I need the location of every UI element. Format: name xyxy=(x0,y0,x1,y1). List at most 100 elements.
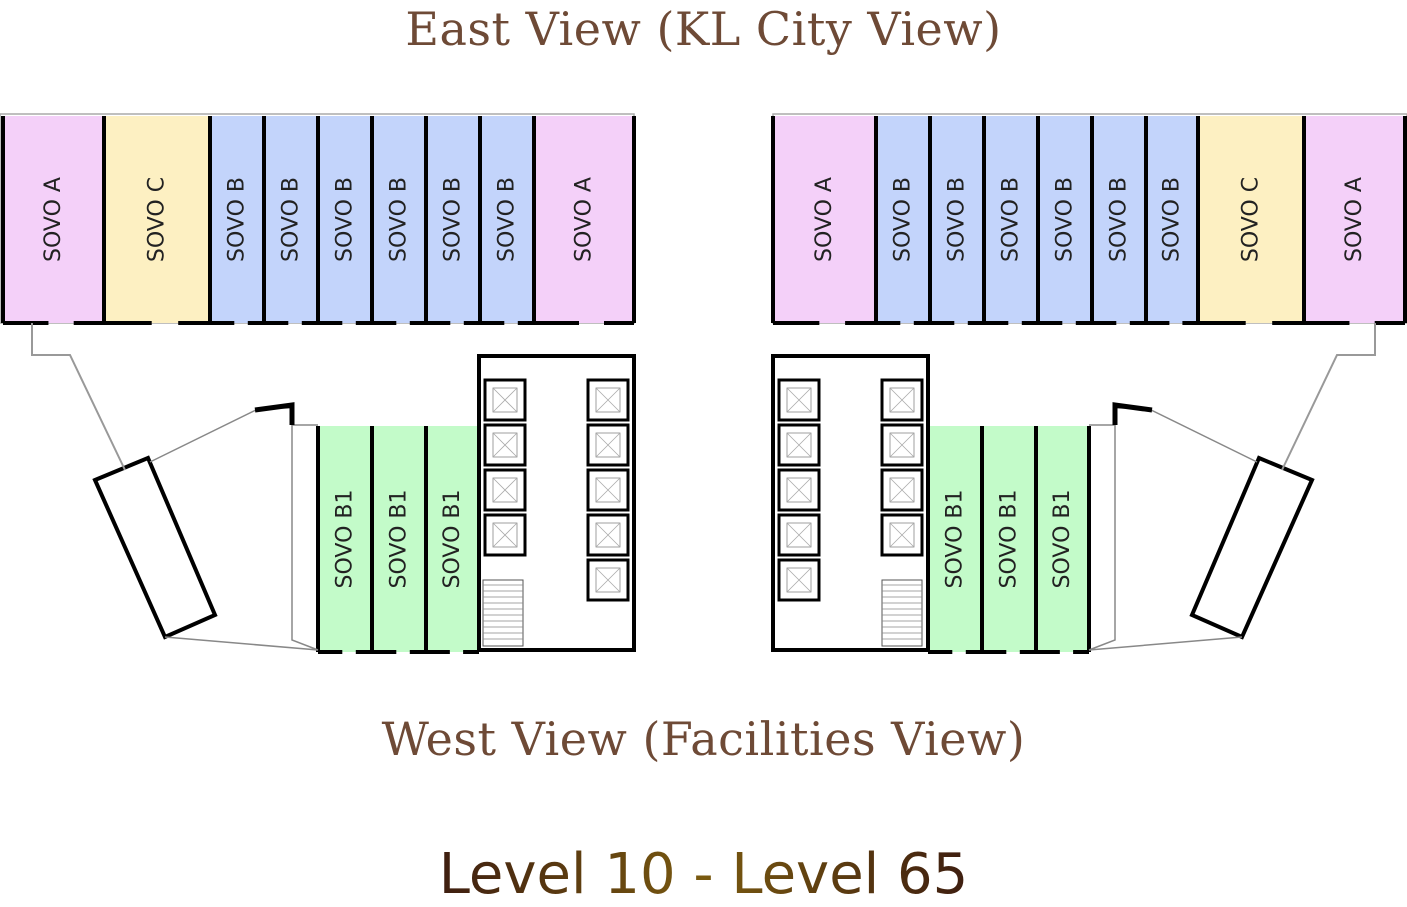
unit-fill xyxy=(426,116,480,323)
unit-label: SOVO B xyxy=(1160,177,1185,262)
lift-car xyxy=(595,432,621,458)
unit-label: SOVO B xyxy=(999,177,1024,262)
unit-fill xyxy=(318,426,372,652)
unit-label: SOVO B xyxy=(387,177,412,262)
unit-sovo-b1: SOVO B1 xyxy=(1036,426,1089,652)
lift-cross xyxy=(492,477,518,503)
unit-label: SOVO C xyxy=(145,177,170,262)
lift-car xyxy=(889,432,915,458)
unit-label: SOVO B xyxy=(1107,177,1132,262)
lift-cross xyxy=(595,567,621,593)
unit-sovo-b: SOVO B xyxy=(318,116,372,323)
stair-tower-right xyxy=(1189,455,1315,640)
unit-fill xyxy=(1198,116,1304,323)
lift-cross xyxy=(889,522,915,548)
unit-label: SOVO B xyxy=(945,177,970,262)
lift-car xyxy=(889,387,915,413)
unit-label: SOVO B1 xyxy=(387,490,412,589)
bridge-left xyxy=(31,323,126,471)
unit-label: SOVO B xyxy=(891,177,916,262)
unit-label: SOVO A xyxy=(572,177,597,262)
core-wall xyxy=(771,354,930,652)
lift-car xyxy=(595,477,621,503)
unit-label: SOVO B xyxy=(279,177,304,262)
unit-fill xyxy=(318,116,372,323)
lift-car xyxy=(595,567,621,593)
lift-cross xyxy=(786,387,812,413)
unit-sovo-b1: SOVO B1 xyxy=(318,426,372,652)
lift-car xyxy=(492,432,518,458)
lift-car xyxy=(595,387,621,413)
unit-fill xyxy=(210,116,264,323)
unit-fill xyxy=(1036,426,1089,652)
unit-sovo-b: SOVO B xyxy=(1092,116,1146,323)
unit-fill xyxy=(930,116,984,323)
unit-fill xyxy=(3,116,104,323)
level-range-title: Level 10 - Level 65 xyxy=(0,842,1407,907)
unit-label: SOVO A xyxy=(1342,177,1367,262)
lift-cross xyxy=(786,477,812,503)
lift-car xyxy=(889,477,915,503)
unit-fill xyxy=(1146,116,1198,323)
lift-cross xyxy=(786,522,812,548)
unit-sovo-b1: SOVO B1 xyxy=(928,426,982,652)
unit-sovo-a: SOVO A xyxy=(1304,116,1405,323)
core-wall xyxy=(477,354,636,652)
lift-cross xyxy=(889,477,915,503)
unit-sovo-c: SOVO C xyxy=(104,116,210,323)
west-view-title: West View (Facilities View) xyxy=(381,712,1026,766)
lift-car xyxy=(492,477,518,503)
unit-sovo-b1: SOVO B1 xyxy=(372,426,426,652)
lift-cross xyxy=(889,387,915,413)
unit-fill xyxy=(1304,116,1405,323)
unit-fill xyxy=(104,116,210,323)
unit-sovo-a: SOVO A xyxy=(534,116,634,323)
lift-car xyxy=(492,387,518,413)
unit-fill xyxy=(773,116,876,323)
stair xyxy=(482,579,524,647)
east-view-title: East View (KL City View) xyxy=(405,2,1002,56)
unit-sovo-b: SOVO B xyxy=(876,116,930,323)
lift-cross xyxy=(492,432,518,458)
lift-car xyxy=(889,522,915,548)
unit-sovo-b1: SOVO B1 xyxy=(982,426,1036,652)
lift-car xyxy=(492,522,518,548)
unit-fill xyxy=(1038,116,1092,323)
unit-sovo-b: SOVO B xyxy=(480,116,534,323)
lift-car xyxy=(786,522,812,548)
unit-sovo-a: SOVO A xyxy=(773,116,876,323)
unit-sovo-b: SOVO B xyxy=(210,116,264,323)
unit-label: SOVO B1 xyxy=(997,490,1022,589)
unit-sovo-b: SOVO B xyxy=(372,116,426,323)
unit-label: SOVO B xyxy=(1053,177,1078,262)
lobby-left xyxy=(149,407,319,651)
lift-car xyxy=(595,522,621,548)
unit-fill xyxy=(372,116,426,323)
lift-cross xyxy=(595,522,621,548)
unit-sovo-b: SOVO B xyxy=(984,116,1038,323)
stair xyxy=(881,579,923,647)
stair-tower-left xyxy=(92,455,218,640)
unit-label: SOVO B xyxy=(225,177,250,262)
unit-sovo-b: SOVO B xyxy=(1038,116,1092,323)
unit-sovo-b: SOVO B xyxy=(1146,116,1198,323)
lift-cross xyxy=(595,477,621,503)
unit-fill xyxy=(372,426,426,652)
lift-shaft xyxy=(586,423,630,467)
unit-fill xyxy=(264,116,318,323)
lift-core xyxy=(477,354,636,652)
lift-car xyxy=(786,567,812,593)
unit-label: SOVO B1 xyxy=(1050,490,1075,589)
lift-core xyxy=(771,354,930,652)
unit-label: SOVO B xyxy=(495,177,520,262)
lift-car xyxy=(786,432,812,458)
lift-cross xyxy=(492,522,518,548)
unit-fill xyxy=(928,426,982,652)
unit-fill xyxy=(982,426,1036,652)
unit-fill xyxy=(1092,116,1146,323)
unit-label: SOVO B1 xyxy=(440,490,465,589)
wall-right xyxy=(1112,402,1153,425)
bridge-right xyxy=(1281,323,1376,471)
lift-cross xyxy=(492,387,518,413)
